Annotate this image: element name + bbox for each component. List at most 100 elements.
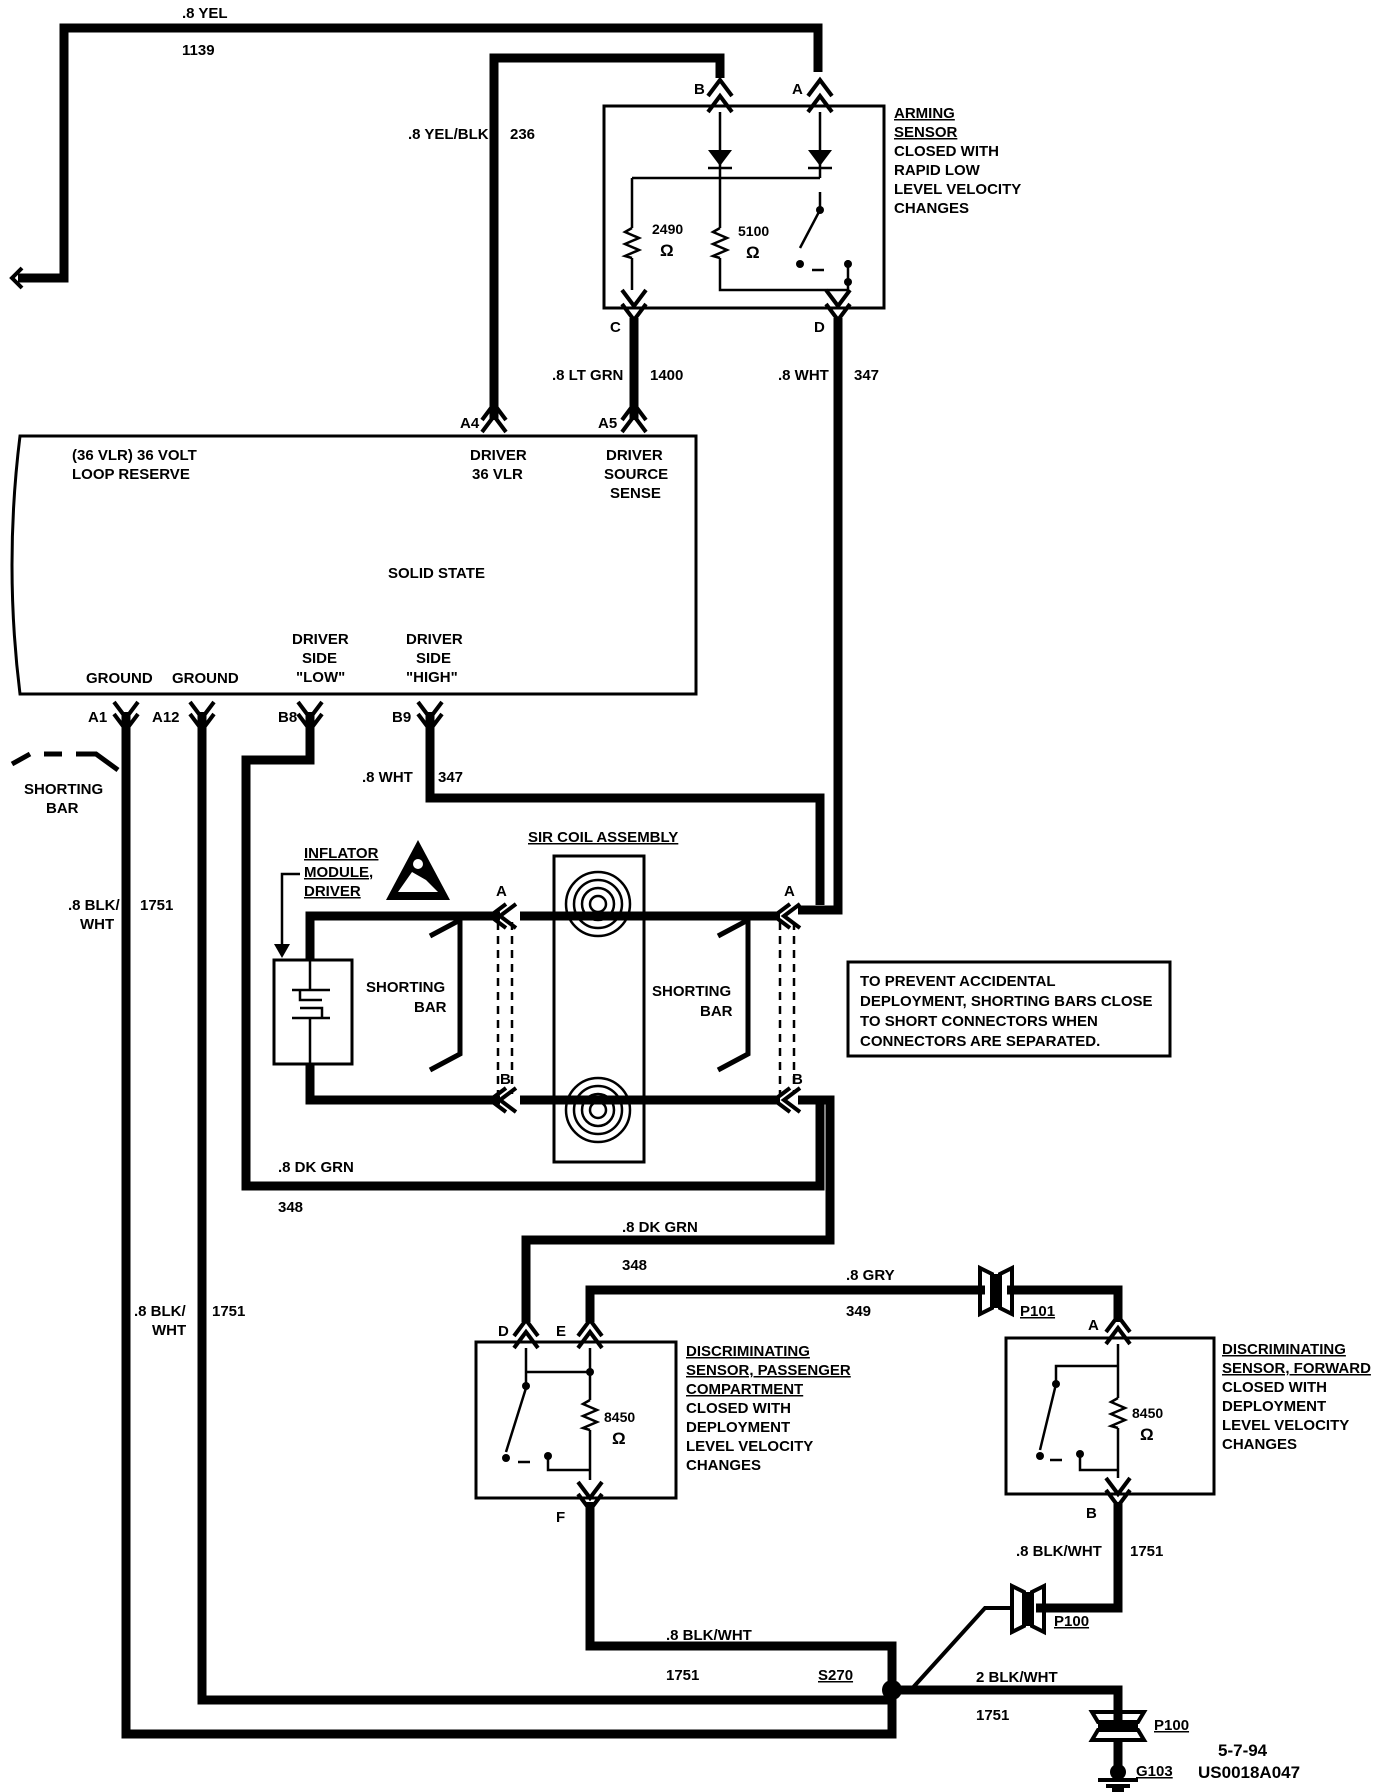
wire-347-upper xyxy=(798,318,843,915)
coil-bar-label-2: BAR xyxy=(700,1003,733,1020)
note-line-4: CONNECTORS ARE SEPARATED. xyxy=(860,1033,1100,1050)
disc-forward-switch-top xyxy=(1052,1380,1060,1388)
coil-pin-b: B xyxy=(792,1071,803,1088)
inflator-wire-b xyxy=(305,1064,500,1105)
note-line-1: TO PREVENT ACCIDENTAL xyxy=(860,973,1056,990)
coil-shorting-bar xyxy=(716,915,751,1073)
disc-passenger-switch-top xyxy=(522,1382,530,1390)
module-a4-label-2: 36 VLR xyxy=(472,466,523,483)
wire-1139-color: .8 YEL xyxy=(182,5,228,22)
module-pin-a5: A5 xyxy=(598,415,617,432)
arming-sensor-diode-left xyxy=(708,150,732,166)
coil-pin-a: A xyxy=(784,883,795,900)
inflator-wire-a xyxy=(305,911,500,960)
module-pin-a12: A12 xyxy=(152,709,180,726)
wire-1751a-color: .8 BLK/ xyxy=(68,897,121,914)
note-box xyxy=(846,960,1172,1058)
inflator-title-3: DRIVER xyxy=(304,883,361,900)
wire-1751e-circuit: 1751 xyxy=(976,1707,1009,1724)
g103-label: G103 xyxy=(1136,1763,1173,1780)
module-box xyxy=(10,434,698,696)
inflator-bar-label-1: SHORTING xyxy=(366,979,445,996)
module-pin-a4-connector xyxy=(480,400,508,434)
wire-1751a-color2: WHT xyxy=(80,916,114,933)
arming-sensor-pin-c-connector xyxy=(620,288,648,324)
inflator-module-box xyxy=(272,958,354,1066)
wire-1751-forward xyxy=(1036,1502,1123,1613)
disc-forward-desc-2: DEPLOYMENT xyxy=(1222,1398,1326,1415)
disc-forward-pin-a: A xyxy=(1088,1317,1099,1334)
disc-passenger-switch-bottom xyxy=(502,1454,510,1462)
module-pin-a12-connector xyxy=(188,700,216,734)
disc-passenger-node-e xyxy=(586,1368,594,1376)
arming-sensor-pin-b-connector xyxy=(706,76,734,114)
disc-passenger-pin-f-connector xyxy=(576,1480,604,1514)
shorting-bar-ext-label-1: SHORTING xyxy=(24,781,103,798)
disc-forward-switch-bottom xyxy=(1036,1452,1044,1460)
wire-1751d-color: .8 BLK/WHT xyxy=(666,1627,752,1644)
module-pin-b9: B9 xyxy=(392,709,411,726)
arming-sensor-pin-b: B xyxy=(694,81,705,98)
module-a12-label: GROUND xyxy=(172,670,239,687)
p101-label: P101 xyxy=(1020,1303,1055,1320)
wire-348b-color: .8 DK GRN xyxy=(622,1219,698,1236)
wire-347a-circuit: 347 xyxy=(854,367,879,384)
disc-passenger-pin-d: D xyxy=(498,1323,509,1340)
disc-passenger-pin-f: F xyxy=(556,1509,565,1526)
arming-sensor-resistor-2490 xyxy=(621,226,643,260)
disc-passenger-resistor xyxy=(579,1398,601,1432)
wire-1751-disc xyxy=(585,1502,897,1680)
arming-sensor-pin-d: D xyxy=(814,319,825,336)
a1-shorting-bar xyxy=(10,751,120,773)
arming-sensor-r1-value: 2490 xyxy=(652,221,683,237)
arming-sensor-switch-node2 xyxy=(844,278,852,286)
wire-348a-color: .8 DK GRN xyxy=(278,1159,354,1176)
module-b9-label-3: "HIGH" xyxy=(406,669,458,686)
wire-1751b-color: .8 BLK/ xyxy=(134,1303,187,1320)
module-pin-a1-connector xyxy=(112,700,140,734)
inflator-pointer-arrow xyxy=(280,872,300,952)
module-pin-a5-connector xyxy=(620,400,648,434)
arming-sensor-title-2: SENSOR xyxy=(894,124,958,141)
disc-passenger-desc-1: CLOSED WITH xyxy=(686,1400,791,1417)
arming-sensor-pin-c: C xyxy=(610,319,621,336)
module-title-2: LOOP RESERVE xyxy=(72,466,190,483)
disc-forward-pin-a-connector xyxy=(1104,1312,1132,1346)
inflator-connector-a xyxy=(486,902,518,930)
wire-1751-a12 xyxy=(197,712,892,1705)
module-b9-label-2: SIDE xyxy=(416,650,451,667)
g103-ground-dot xyxy=(1110,1764,1126,1780)
disc-forward-r-value: 8450 xyxy=(1132,1405,1163,1421)
module-b8-label-2: SIDE xyxy=(302,650,337,667)
p100-lower-label: P100 xyxy=(1154,1717,1189,1734)
wire-1139-end-arrow xyxy=(9,266,24,290)
wire-348-loop xyxy=(241,712,825,1191)
wire-1400-circuit: 1400 xyxy=(650,367,683,384)
wire-347a-color: .8 WHT xyxy=(778,367,829,384)
wire-1139 xyxy=(18,23,823,283)
wire-236-circuit: 236 xyxy=(510,126,535,143)
module-title-1: (36 VLR) 36 VOLT xyxy=(72,447,197,464)
disc-forward-resistor xyxy=(1107,1396,1129,1430)
warning-icon-head xyxy=(413,859,423,869)
inflator-title-1: INFLATOR xyxy=(304,845,379,862)
disc-passenger-desc-2: DEPLOYMENT xyxy=(686,1419,790,1436)
wire-1751c-circuit: 1751 xyxy=(1130,1543,1163,1560)
arming-sensor-desc-1: CLOSED WITH xyxy=(894,143,999,160)
wire-348b-circuit: 348 xyxy=(622,1257,647,1274)
disc-passenger-title-1: DISCRIMINATING xyxy=(686,1343,810,1360)
inflator-bar-label-2: BAR xyxy=(414,999,447,1016)
warning-icon-figure xyxy=(398,872,438,892)
wire-1751c-color: .8 BLK/WHT xyxy=(1016,1543,1102,1560)
ground-symbol-icon xyxy=(1098,1778,1138,1792)
coil-spiral-top xyxy=(564,870,632,938)
arming-sensor-switch-contact xyxy=(816,206,824,214)
wire-349-circuit: 349 xyxy=(846,1303,871,1320)
module-b8-label-3: "LOW" xyxy=(296,669,345,686)
inflator-squib xyxy=(292,960,330,1064)
disc-forward-desc-3: LEVEL VELOCITY xyxy=(1222,1417,1349,1434)
p100-upper-label: P100 xyxy=(1054,1613,1089,1630)
wire-1751a-circuit: 1751 xyxy=(140,897,173,914)
wire-348-disc xyxy=(521,1095,835,1322)
arming-sensor-pin-a-connector xyxy=(806,76,834,114)
